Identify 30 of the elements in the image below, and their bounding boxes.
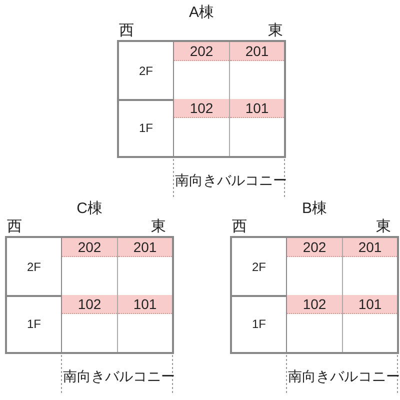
balcony-label: 南向きバルコニー bbox=[63, 367, 175, 385]
room-cell bbox=[174, 99, 230, 156]
room-number: 102 bbox=[174, 99, 229, 118]
building-name: A棟 bbox=[188, 3, 215, 23]
room-number: 201 bbox=[230, 42, 284, 61]
room-number: 202 bbox=[62, 238, 117, 257]
room-number: 102 bbox=[287, 295, 342, 314]
room-number: 101 bbox=[118, 295, 172, 314]
direction-label: 東 bbox=[268, 22, 283, 40]
room-number: 202 bbox=[174, 42, 229, 61]
direction-label: 東 bbox=[151, 218, 166, 236]
building-plan bbox=[5, 198, 174, 354]
direction-label: 西 bbox=[7, 218, 22, 236]
room-number: 202 bbox=[287, 238, 342, 257]
room-number: 101 bbox=[230, 99, 284, 118]
building-name: B棟 bbox=[300, 199, 328, 219]
direction-label: 東 bbox=[376, 218, 391, 236]
room-cell bbox=[287, 295, 343, 352]
building-plan bbox=[230, 198, 399, 354]
balcony-label: 南向きバルコニー bbox=[288, 367, 400, 385]
direction-label: 西 bbox=[232, 218, 247, 236]
balcony-label: 南向きバルコニー bbox=[175, 171, 287, 189]
building-plan bbox=[117, 2, 286, 158]
room-number: 102 bbox=[62, 295, 117, 314]
room-number: 101 bbox=[343, 295, 397, 314]
direction-label: 西 bbox=[119, 22, 134, 40]
room-number: 201 bbox=[343, 238, 397, 257]
room-cell bbox=[62, 295, 118, 352]
room-number: 201 bbox=[118, 238, 172, 257]
building-name: C棟 bbox=[76, 199, 104, 219]
